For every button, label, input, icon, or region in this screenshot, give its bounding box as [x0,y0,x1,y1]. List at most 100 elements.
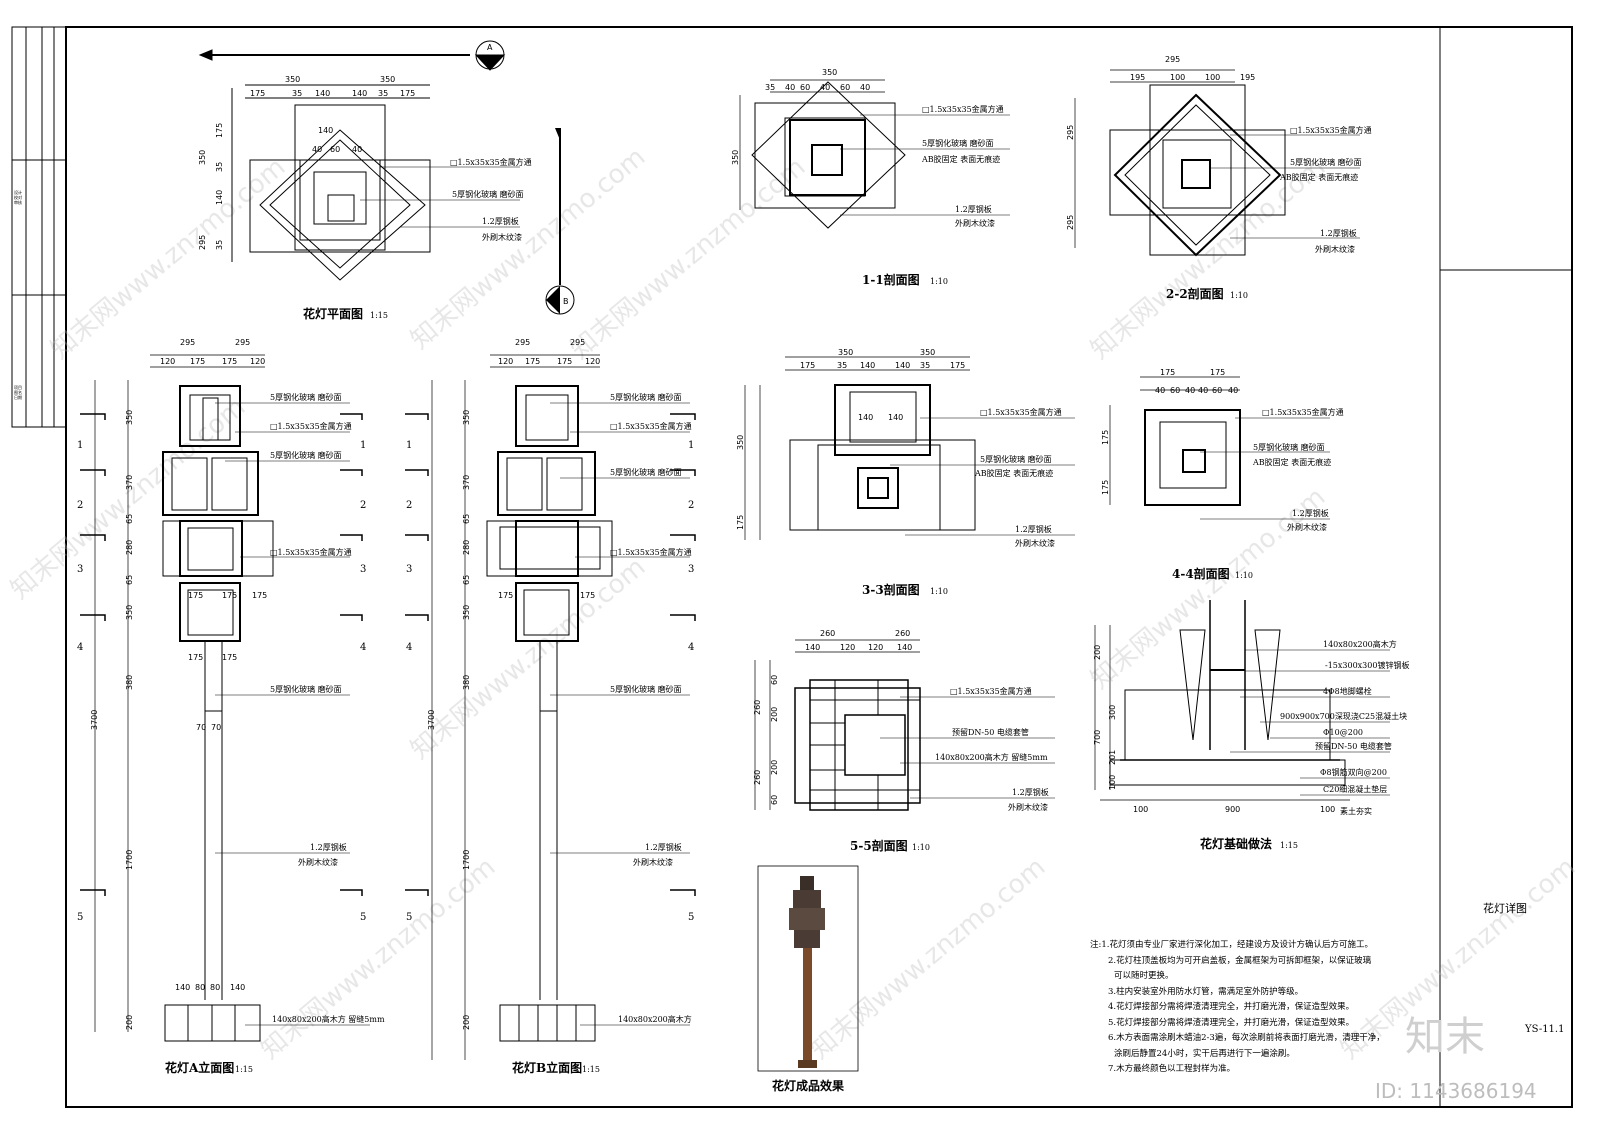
svg-text:175: 175 [222,357,237,366]
svg-text:200: 200 [1093,645,1102,660]
svg-text:40: 40 [312,145,322,154]
svg-text:140: 140 [318,126,333,135]
svg-text:5厚钢化玻璃 磨砂面: 5厚钢化玻璃 磨砂面 [610,392,682,402]
svg-text:140: 140 [860,361,875,370]
svg-text:外刷木纹漆: 外刷木纹漆 [298,857,338,867]
svg-text:40: 40 [860,83,870,92]
svg-text:380: 380 [462,675,471,690]
svg-text:295: 295 [235,338,250,347]
svg-text:280: 280 [462,540,471,555]
svg-text:5厚钢化玻璃 磨砂面: 5厚钢化玻璃 磨砂面 [610,467,682,477]
svg-text:140x80x200高木方 留缝5mm: 140x80x200高木方 留缝5mm [272,1014,385,1024]
svg-text:35: 35 [215,162,224,172]
svg-text:5厚钢化玻璃 磨砂面: 5厚钢化玻璃 磨砂面 [922,138,994,148]
svg-text:65: 65 [462,514,471,524]
svg-text:260: 260 [753,770,762,785]
marker-b: B [563,297,569,306]
svg-text:140: 140 [895,361,910,370]
svg-text:60: 60 [840,83,850,92]
svg-text:5厚钢化玻璃 磨砂面: 5厚钢化玻璃 磨砂面 [270,392,342,402]
svg-text:2: 2 [77,500,83,511]
svg-text:900: 900 [1225,805,1240,814]
svg-text:175: 175 [222,653,237,662]
svg-text:5厚钢化玻璃 磨砂面: 5厚钢化玻璃 磨砂面 [1290,157,1362,167]
svg-text:35: 35 [765,83,775,92]
svg-text:4: 4 [360,642,366,653]
elev-b-title: 花灯B立面图 [512,1060,582,1075]
svg-text:预留DN-50 电缆套管: 预留DN-50 电缆套管 [1315,741,1392,751]
svg-text:65: 65 [462,575,471,585]
svg-text:175: 175 [400,89,415,98]
svg-text:295: 295 [570,338,585,347]
svg-text:知末网www.znzmo.com: 知末网www.znzmo.com [405,552,651,765]
left-title-strip [11,26,67,428]
svg-text:80: 80 [210,983,220,992]
svg-text:350: 350 [380,75,395,84]
svg-text:□1.5x35x35金属方通: □1.5x35x35金属方通 [610,421,692,431]
svg-text:370: 370 [125,475,134,490]
svg-text:175: 175 [498,591,513,600]
svg-text:201: 201 [1108,750,1117,765]
strip-labels-2: 项目 图名 日期 [14,385,24,400]
svg-text:700: 700 [1093,730,1102,745]
svg-text:1: 1 [77,440,83,451]
note-line: 5.花灯焊接部分需将焊渣清理完全，并打磨光滑，保证造型效果。 [1108,1017,1355,1028]
strip-label: 校对 [14,195,22,200]
section-3-3-text: 350 350 175 35 140 140 35 175 140 140 35… [736,348,1075,597]
note-line: 涂刷后静置24小时，实干后再进行下一遍涂刷。 [1114,1048,1295,1059]
svg-text:5厚钢化玻璃 磨砂面: 5厚钢化玻璃 磨砂面 [1253,442,1325,452]
svg-text:120: 120 [160,357,175,366]
svg-text:预留DN-50 电缆套管: 预留DN-50 电缆套管 [952,727,1029,737]
svg-text:1:10: 1:10 [1235,571,1253,580]
svg-text:175: 175 [252,591,267,600]
svg-text:4: 4 [688,642,694,653]
svg-text:AB胶固定 表面无痕迹: AB胶固定 表面无痕迹 [1252,457,1331,467]
section-3-3 [744,356,976,540]
svg-text:1700: 1700 [462,850,471,870]
svg-text:□1.5x35x35金属方通: □1.5x35x35金属方通 [610,547,692,557]
marker-a: A [487,43,493,52]
svg-text:140x80x200高木方: 140x80x200高木方 [618,1014,692,1024]
svg-text:1: 1 [360,440,366,451]
svg-text:□1.5x35x35金属方通: □1.5x35x35金属方通 [1290,125,1372,135]
note-line: 4.花灯焊接部分需将焊渣清理完全，并打磨光滑，保证造型效果。 [1108,1002,1355,1012]
svg-text:知末网www.znzmo.com: 知末网www.znzmo.com [1085,152,1331,365]
svg-text:140: 140 [888,413,903,422]
svg-text:175: 175 [215,123,224,138]
svg-text:295: 295 [1066,125,1075,140]
svg-text:195: 195 [1130,73,1145,82]
svg-text:5: 5 [360,912,366,923]
svg-text:40: 40 [785,83,795,92]
svg-text:175: 175 [222,591,237,600]
svg-text:140: 140 [858,413,873,422]
svg-text:260: 260 [895,629,910,638]
svg-text:100: 100 [1320,805,1335,814]
svg-text:120: 120 [498,357,513,366]
svg-text:100: 100 [1133,805,1148,814]
svg-text:1.2厚钢板: 1.2厚钢板 [1320,228,1357,238]
svg-text:1:10: 1:10 [1230,291,1248,300]
svg-text:100: 100 [1205,73,1220,82]
section-3-3-title: 3-3剖面图 [862,582,920,597]
svg-text:□1.5x35x35金属方通: □1.5x35x35金属方通 [270,547,352,557]
id-text: ID: 1143686194 [1375,1079,1537,1103]
svg-text:295: 295 [515,338,530,347]
svg-text:380: 380 [125,675,134,690]
svg-text:2: 2 [406,500,412,511]
svg-text:外刷木纹漆: 外刷木纹漆 [1287,522,1327,532]
svg-text:C20细混凝土垫层: C20细混凝土垫层 [1323,784,1387,794]
foundation-text: 200 300 700 201 100 100 900 100 140x80x2… [1093,639,1409,851]
notes-block: 注:1.花灯须由专业厂家进行深化加工，经建设方及设计方确认后方可施工。 2.花灯… [1090,938,1390,1078]
svg-text:4Φ8地脚螺栓: 4Φ8地脚螺栓 [1323,686,1372,696]
svg-text:175: 175 [1160,368,1175,377]
svg-text:40: 40 [820,83,830,92]
svg-text:4: 4 [406,642,412,653]
plan-label-tube: □1.5x35x35金属方通 [450,157,532,167]
svg-text:2: 2 [360,500,366,511]
plan-label-paint: 外刷木纹漆 [482,232,522,242]
note-line: 注:1.花灯须由专业厂家进行深化加工，经建设方及设计方确认后方可施工。 [1090,940,1373,950]
svg-text:1: 1 [688,440,694,451]
foundation-detail [1094,600,1350,801]
svg-text:1:10: 1:10 [912,843,930,852]
